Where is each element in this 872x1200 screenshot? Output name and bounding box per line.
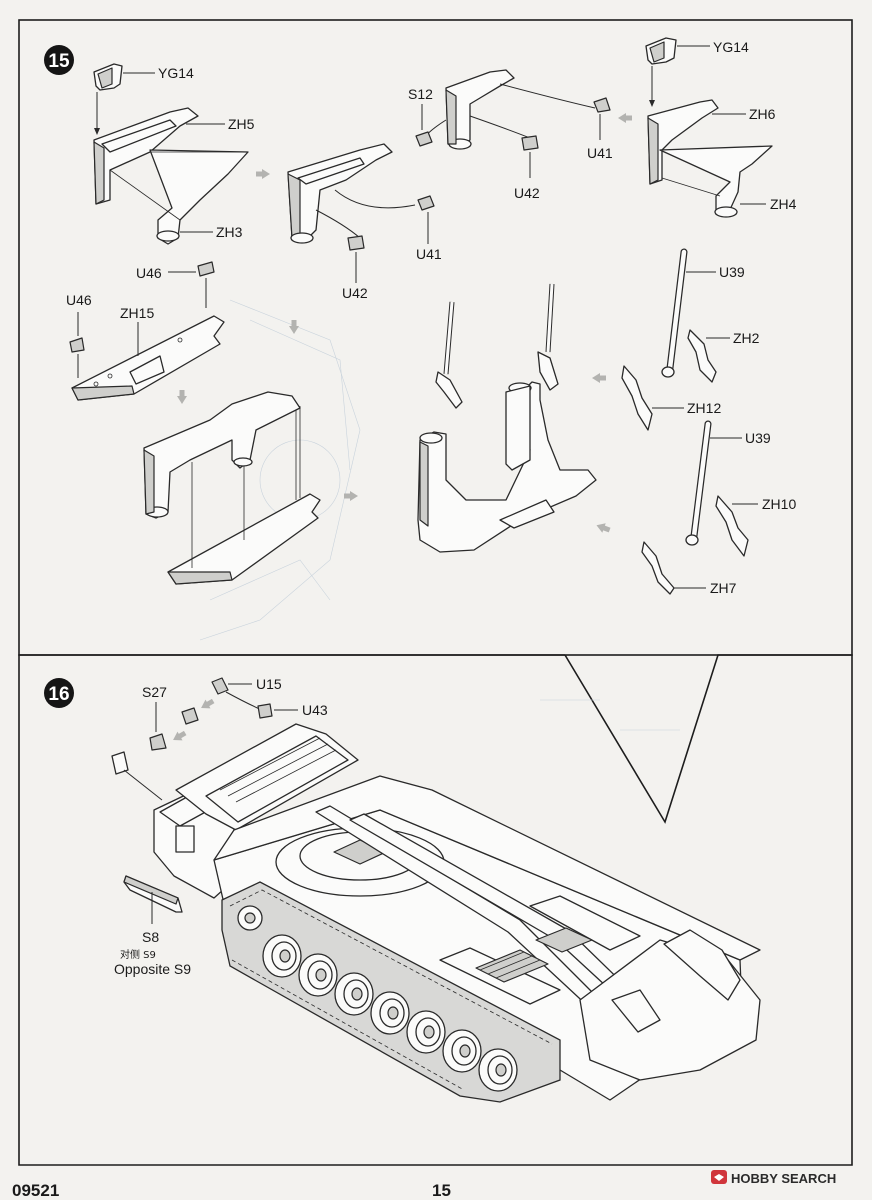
assembly-arrow-left-1 <box>618 113 632 123</box>
return-rollers <box>237 905 263 931</box>
label-zh7: ZH7 <box>710 580 737 596</box>
road-wheel-hub <box>423 1025 435 1039</box>
part-lamp <box>111 751 129 775</box>
part-s8 <box>123 875 183 913</box>
ghost-background-drawing <box>199 299 361 641</box>
road-wheel-hub <box>387 1006 399 1020</box>
label-u15: U15 <box>256 676 282 692</box>
vehicle-hull <box>153 723 761 1101</box>
part-s27-a <box>181 707 199 725</box>
part-zh7 <box>641 541 675 595</box>
label-zh12: ZH12 <box>687 400 721 416</box>
label-yg14-right: YG14 <box>713 39 749 55</box>
road-wheel-hub <box>459 1044 471 1058</box>
part-u46-b <box>69 337 85 353</box>
label-u43: U43 <box>302 702 328 718</box>
road-wheel-hub <box>279 949 291 963</box>
assembly-arrow-left-3 <box>594 520 612 535</box>
label-s8: S8 <box>142 929 159 945</box>
label-zh2: ZH2 <box>733 330 760 346</box>
assembly-arrow-down-1 <box>289 320 299 334</box>
label-u39-b: U39 <box>745 430 771 446</box>
part-assembly-combined <box>143 391 321 585</box>
assembly-arrow-down-2 <box>177 390 187 404</box>
label-u46-a: U46 <box>136 265 162 281</box>
arrow-u15 <box>198 696 216 713</box>
step-15-panel: 15 YG14 ZH5 ZH3 <box>18 19 853 656</box>
assembly-arrow-right-2 <box>344 491 358 501</box>
part-zh15-plate <box>71 315 225 401</box>
part-u39-bottom <box>685 420 712 546</box>
label-u42-mid: U42 <box>342 285 368 301</box>
road-wheel-hub <box>315 968 327 982</box>
arrow-s27 <box>170 728 188 745</box>
step-16-badge: 16 <box>44 678 74 708</box>
label-opposite-cn: 对侧 S9 <box>120 948 156 961</box>
label-u42-top: U42 <box>514 185 540 201</box>
part-assembly-with-arms <box>417 283 597 553</box>
product-code: 09521 <box>12 1181 59 1200</box>
part-s12 <box>415 131 433 147</box>
label-u39-a: U39 <box>719 264 745 280</box>
part-yg14-left <box>93 63 123 135</box>
hobby-search-logo-icon <box>711 1170 727 1184</box>
step-16-number: 16 <box>48 684 69 705</box>
label-opposite-en: Opposite S9 <box>114 961 191 977</box>
part-u41-mid <box>417 195 435 211</box>
label-zh10: ZH10 <box>762 496 796 512</box>
label-zh5: ZH5 <box>228 116 255 132</box>
part-frame-top-center <box>445 69 515 150</box>
label-u41-mid: U41 <box>416 246 442 262</box>
step-15-number: 15 <box>48 51 70 72</box>
label-zh3: ZH3 <box>216 224 243 240</box>
part-zh2 <box>687 329 717 383</box>
page-footer: 09521 15 HOBBY SEARCH <box>12 1170 836 1200</box>
part-u46-a <box>197 261 215 277</box>
label-zh4: ZH4 <box>770 196 797 212</box>
hobby-search-watermark: HOBBY SEARCH <box>711 1170 836 1186</box>
label-s12: S12 <box>408 86 433 102</box>
assembly-arrow-right-1 <box>256 169 270 179</box>
part-zh10 <box>715 495 749 557</box>
assembly-arrow-left-2 <box>592 373 606 383</box>
part-u42-mid <box>347 235 365 251</box>
part-frame-zh5-zh3 <box>93 107 249 245</box>
part-u39-top <box>661 248 688 378</box>
label-u46-b: U46 <box>66 292 92 308</box>
part-s27-b <box>149 733 167 751</box>
label-zh6: ZH6 <box>749 106 776 122</box>
part-u15 <box>211 677 229 695</box>
part-yg14-right <box>645 37 677 107</box>
part-u43 <box>257 703 273 719</box>
label-s27: S27 <box>142 684 167 700</box>
road-wheels <box>262 934 518 1092</box>
road-wheel-hub <box>351 987 363 1001</box>
part-frame-zh6-zh4 <box>647 99 773 218</box>
part-u42-top <box>521 135 539 151</box>
road-wheel-hub <box>495 1063 507 1077</box>
label-zh15: ZH15 <box>120 305 154 321</box>
step-15-badge: 15 <box>44 45 74 75</box>
part-frame-middle <box>287 143 393 244</box>
part-u41-top <box>593 97 611 113</box>
label-yg14-left: YG14 <box>158 65 194 81</box>
part-zh12 <box>621 365 653 431</box>
page-number: 15 <box>432 1181 451 1200</box>
watermark-brand: HOBBY SEARCH <box>731 1171 836 1186</box>
step-16-panel: 16 U15 U43 S27 S <box>18 654 853 1166</box>
label-u41-top: U41 <box>587 145 613 161</box>
